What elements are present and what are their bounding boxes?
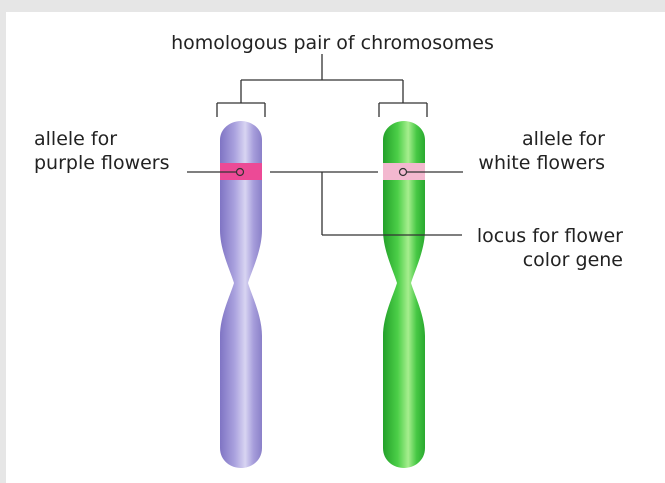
homologous-pair-bracket [217, 54, 427, 117]
purple-allele-label-line1: allele for [34, 127, 170, 151]
white-allele-label-line1: allele for [472, 127, 605, 151]
locus-label: locus for flower color gene [466, 224, 623, 272]
purple-allele-marker [237, 169, 244, 176]
white-allele-marker [400, 169, 407, 176]
homologous-pair-label: homologous pair of chromosomes [0, 31, 665, 55]
white-allele-label-line2: white flowers [472, 151, 605, 175]
purple-allele-label-line2: purple flowers [34, 151, 170, 175]
locus-label-line2: color gene [466, 248, 623, 272]
locus-label-line1: locus for flower [466, 224, 623, 248]
purple-allele-label: allele for purple flowers [34, 127, 170, 175]
white-allele-label: allele for white flowers [472, 127, 605, 175]
